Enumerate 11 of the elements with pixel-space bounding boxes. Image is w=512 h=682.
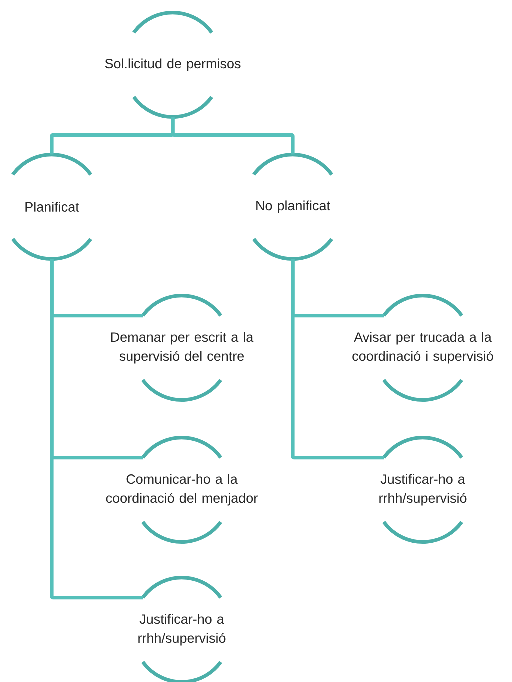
connector-line: [291, 259, 384, 460]
arc-node: Justificar-ho a rrhh/supervisió: [138, 576, 226, 682]
connector-line: [171, 117, 295, 155]
arc-node: Demanar per escrit a la supervisió del centre: [111, 294, 254, 402]
connector-line: [50, 259, 143, 600]
arc-node: Comunicar-ho a la coordinació del menjador: [106, 436, 258, 544]
arc-node: No planificat: [252, 153, 334, 261]
arc-node: Avisar per trucada a la coordinació i supervisió: [352, 294, 494, 402]
arc-node: Planificat: [12, 153, 92, 261]
arc-node: Justificar-ho a rrhh/supervisió: [380, 436, 467, 544]
arc-node: Sol.licitud de permisos: [105, 11, 241, 119]
